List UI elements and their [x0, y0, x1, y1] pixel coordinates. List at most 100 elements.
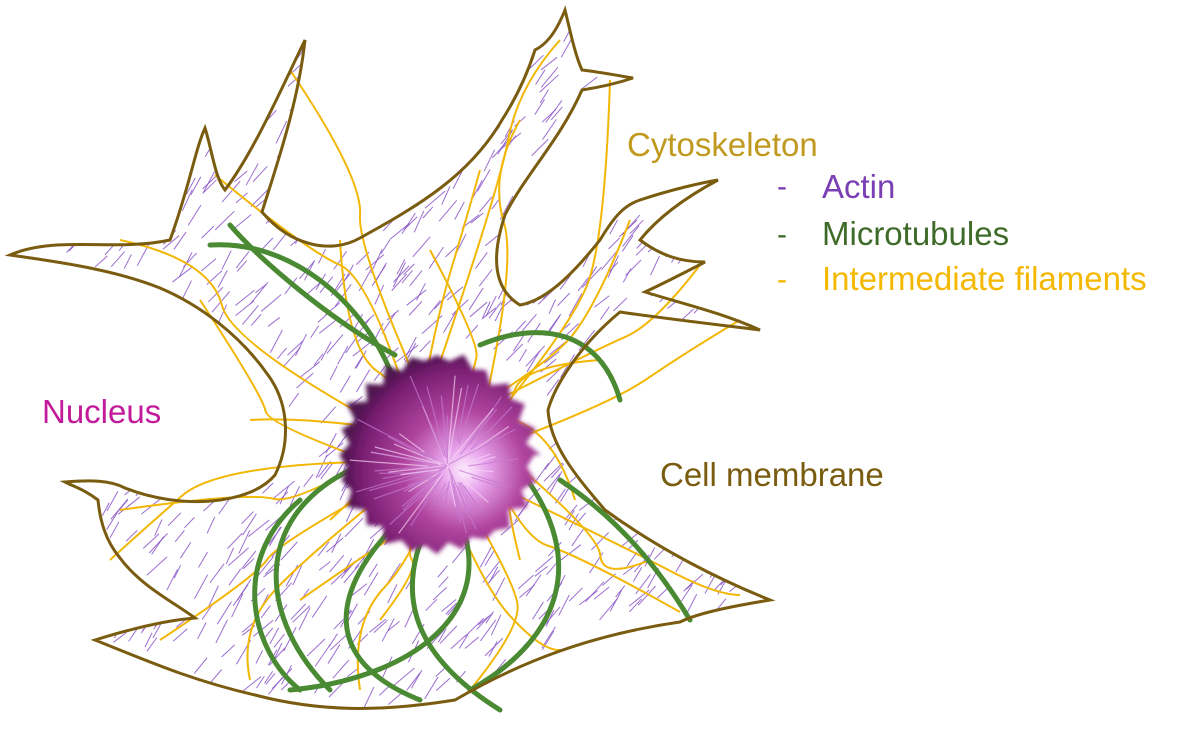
actin-strand	[543, 119, 557, 139]
actin-strand	[227, 533, 242, 548]
actin-strand	[256, 676, 264, 688]
actin-strand	[436, 678, 450, 691]
actin-strand	[95, 256, 107, 267]
actin-strand	[174, 232, 186, 249]
actin-strand	[409, 301, 422, 315]
actin-strand	[616, 586, 625, 597]
actin-strand	[625, 260, 641, 276]
actin-strand	[228, 548, 248, 566]
actin-strand	[516, 321, 526, 332]
actin-strand	[536, 70, 545, 85]
actin-strand	[630, 220, 643, 234]
actin-strand	[518, 575, 533, 589]
actin-strand	[239, 530, 250, 553]
actin-strand	[413, 237, 430, 257]
actin-strand	[651, 256, 660, 275]
microtubule-strand	[560, 480, 690, 620]
actin-strand	[511, 280, 527, 301]
actin-strand	[600, 599, 618, 620]
actin-strand	[222, 645, 235, 657]
actin-strand	[471, 213, 483, 223]
actin-strand	[487, 570, 500, 585]
actin-strand	[222, 251, 231, 270]
actin-strand	[327, 334, 343, 353]
actin-strand	[118, 497, 140, 514]
actin-strand	[534, 463, 548, 483]
actin-strand	[168, 513, 181, 526]
microtubule-strand	[276, 470, 350, 690]
actin-strand	[155, 519, 162, 535]
actin-strand	[289, 393, 299, 407]
microtubule-strand	[210, 245, 390, 370]
actin-strand	[526, 575, 541, 596]
actin-strand	[489, 302, 501, 318]
actin-strand	[455, 202, 465, 220]
actin-strand	[484, 150, 495, 172]
actin-strand	[410, 271, 422, 286]
actin-strand	[167, 569, 178, 590]
actin-strand	[594, 587, 609, 599]
actin-strand	[681, 309, 693, 320]
actin-strand	[478, 613, 493, 624]
actin-strand	[355, 356, 363, 369]
actin-strand	[198, 552, 207, 567]
actin-strand	[246, 164, 258, 186]
actin-strand	[107, 491, 118, 511]
actin-strand	[283, 347, 300, 367]
actin-strand	[433, 587, 447, 600]
actin-strand	[154, 610, 167, 629]
actin-strand	[274, 634, 284, 647]
actin-strand	[479, 270, 492, 287]
actin-strand	[485, 229, 506, 246]
actin-strand	[405, 608, 414, 627]
actin-strand	[333, 660, 349, 678]
actin-strand	[197, 622, 206, 638]
actin-strand	[304, 474, 313, 486]
actin-strand	[465, 637, 479, 649]
actin-strand	[469, 288, 483, 310]
actin-strand	[547, 563, 557, 575]
actin-strand	[268, 317, 280, 326]
actin-strand	[613, 298, 626, 311]
actin-strand	[174, 565, 180, 578]
actin-strand	[242, 512, 254, 524]
actin-strand	[307, 639, 325, 656]
actin-strand	[345, 518, 363, 537]
actin-strand	[414, 211, 424, 232]
actin-strand	[211, 670, 222, 683]
actin-strand	[334, 611, 353, 630]
actin-strand	[546, 100, 562, 122]
actin-strand	[180, 542, 190, 558]
actin-strand	[475, 252, 487, 268]
actin-strand	[600, 307, 609, 320]
actin-strand	[242, 551, 256, 569]
actin-strand	[172, 267, 192, 282]
actin-strand	[439, 577, 449, 588]
actin-strand	[746, 302, 759, 326]
actin-strand	[183, 281, 192, 299]
actin-strand	[217, 602, 231, 625]
actin-strand	[242, 676, 261, 691]
actin-strand	[330, 555, 344, 572]
actin-strand	[388, 693, 402, 705]
actin-strand	[638, 586, 655, 605]
actin-strand	[124, 254, 131, 268]
actin-strand	[269, 677, 283, 694]
actin-strand	[429, 300, 441, 315]
intermediate-filaments-bullet: -	[777, 265, 787, 295]
cell-membrane-label: Cell membrane	[660, 458, 884, 491]
actin-strand	[219, 491, 235, 513]
actin-strand	[319, 562, 330, 571]
actin-strand	[194, 658, 207, 674]
actin-strand	[420, 341, 431, 352]
cell-membrane-outline	[10, 10, 770, 708]
actin-strand	[319, 320, 336, 333]
actin-strand	[330, 366, 337, 380]
actin-strand	[338, 346, 348, 364]
actin-strand	[191, 177, 201, 195]
actin-strand	[234, 214, 251, 228]
actin-strand	[540, 89, 548, 102]
actin-strand	[465, 618, 484, 636]
actin-strand	[519, 349, 526, 361]
